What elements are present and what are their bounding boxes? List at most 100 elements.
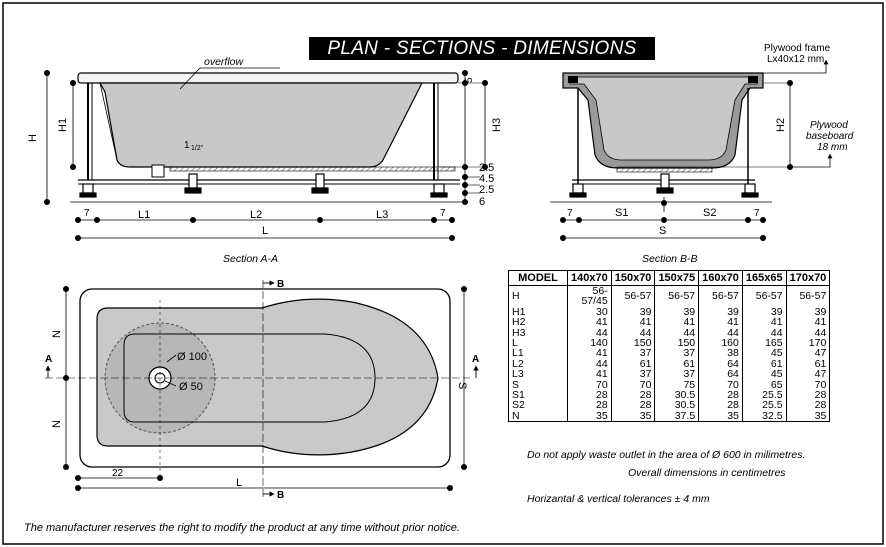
row-label: L2: [508, 358, 568, 369]
section-a-marker-right: A: [472, 354, 479, 365]
table-cell: 47: [785, 348, 831, 359]
diameter-100: Ø 100: [177, 351, 207, 363]
column-header: MODEL: [508, 270, 568, 286]
dim-7-b-left: 7: [567, 208, 573, 219]
column-header: 165x65: [741, 270, 787, 286]
table-cell: 44: [785, 327, 831, 338]
units-note: Overall dimensions in centimetres: [628, 467, 786, 479]
page-title: PLAN - SECTIONS - DIMENSIONS: [309, 37, 655, 60]
row-label: H1: [508, 306, 568, 317]
table-cell: 28: [785, 390, 831, 401]
section-a-drawing: [44, 67, 488, 241]
dim-L3: L3: [376, 209, 388, 221]
waste-size-main: 1: [184, 140, 190, 151]
table-cell: 56-57: [654, 285, 700, 307]
baseboard-line3: 18 mm: [817, 142, 848, 153]
column-header: 160x70: [698, 270, 743, 286]
table-cell: 70: [785, 379, 831, 390]
dim-N-top: N: [51, 330, 63, 338]
table-cell: 35: [785, 411, 831, 422]
column-header: 150x70: [610, 270, 656, 286]
table-cell: 47: [785, 369, 831, 380]
table-cell: 35: [610, 411, 656, 422]
row-label: S: [508, 379, 568, 390]
tub-basin: [98, 82, 423, 168]
disclaimer-note: The manufacturer reserves the right to m…: [24, 522, 460, 534]
dim-7-b-right: 7: [754, 208, 760, 219]
section-b-caption: Section B-B: [642, 253, 697, 265]
waste-outlet-note: Do not apply waste outlet in the area of…: [527, 449, 806, 461]
row-label: H: [508, 285, 568, 307]
table-cell: 56-57: [785, 285, 831, 307]
plywood-frame-line1: Plywood frame: [764, 43, 831, 54]
dim-L-plan: L: [236, 477, 242, 489]
table-cell: 56-57/45: [567, 285, 612, 307]
row-label: S1: [508, 390, 568, 401]
dim-stack-2-5a: 2.5: [479, 162, 494, 174]
dim-rim-5: 5: [464, 77, 475, 83]
waste-size-fraction: 1/2": [191, 145, 204, 152]
dim-stack-6: 6: [479, 196, 485, 208]
table-cell: 39: [785, 306, 831, 317]
dim-H: H: [27, 134, 39, 142]
dim-S2: S2: [703, 207, 716, 219]
baseboard-line1: Plywood: [810, 120, 848, 131]
dim-stack-2-5b: 2.5: [479, 184, 494, 196]
dimensions-table: MODEL 140x70 150x70 150x75 160x70 165x65…: [508, 270, 831, 423]
plan-view: [45, 280, 479, 500]
section-a-caption: Section A-A: [223, 253, 278, 265]
row-label: L3: [508, 369, 568, 380]
dim-H1: H1: [57, 118, 69, 132]
dim-L2: L2: [250, 209, 262, 221]
row-label: L1: [508, 348, 568, 359]
table-cell: 37.5: [654, 411, 700, 422]
section-b-marker-top: B: [277, 279, 284, 290]
table-cell: 35: [567, 411, 612, 422]
table-cell: 32.5: [741, 411, 787, 422]
row-label: S2: [508, 400, 568, 411]
dim-S1: S1: [615, 207, 628, 219]
dim-H3: H3: [491, 118, 503, 132]
table-cell: 56-57: [741, 285, 787, 307]
column-header: 140x70: [567, 270, 612, 286]
baseboard-line2: baseboard: [806, 131, 854, 142]
row-label: N: [508, 411, 568, 422]
table-header-row: MODEL 140x70 150x70 150x75 160x70 165x65…: [508, 270, 831, 286]
row-label: H3: [508, 327, 568, 338]
dim-7-left: 7: [84, 208, 90, 219]
tolerance-note: Horizantal & vertical tolerances ± 4 mm: [527, 493, 710, 505]
section-a-marker-left: A: [45, 354, 52, 365]
row-label: H2: [508, 317, 568, 328]
table-cell: 28: [785, 400, 831, 411]
dim-7-right: 7: [440, 208, 446, 219]
diameter-50: Ø 50: [179, 381, 203, 393]
table-cell: 56-57: [698, 285, 743, 307]
table-cell: 41: [785, 317, 831, 328]
plywood-frame-line2: Lx40x12 mm: [767, 54, 824, 65]
dim-22: 22: [112, 468, 124, 479]
table-cell: 61: [785, 358, 831, 369]
table-cell: 35: [698, 411, 743, 422]
dim-L: L: [262, 225, 268, 237]
dim-stack-4-5: 4.5: [479, 173, 494, 185]
dim-S: S: [659, 225, 666, 237]
overflow-label: overflow: [204, 56, 245, 68]
table-cell: 170: [785, 338, 831, 348]
column-header: 150x75: [654, 270, 700, 286]
dim-N-bottom: N: [51, 420, 63, 428]
